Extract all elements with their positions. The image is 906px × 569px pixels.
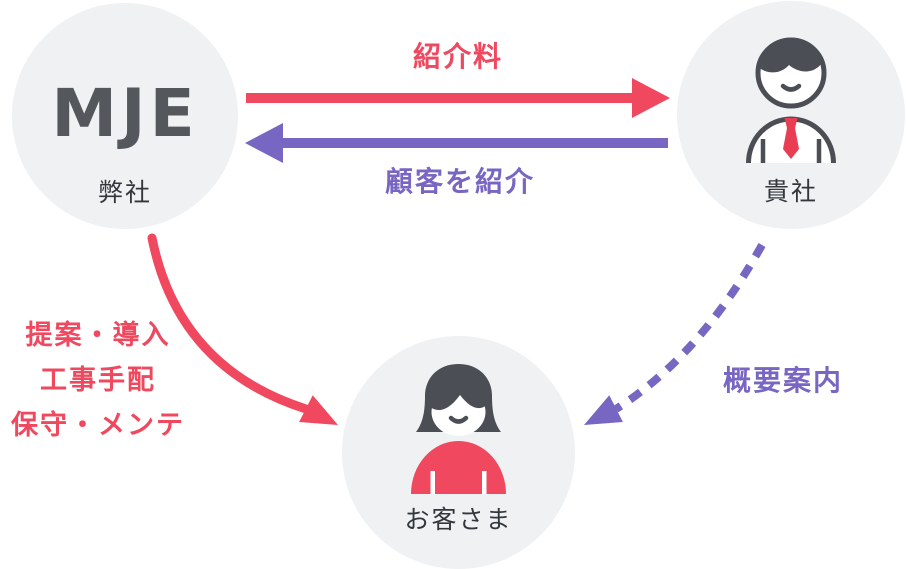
arrow-customer-referral xyxy=(245,123,668,163)
node-mje: MJE 弊社 xyxy=(12,3,238,229)
label-services-line2: 工事手配 xyxy=(40,365,156,395)
node-customer-label: お客さま xyxy=(404,506,513,534)
businessman-icon xyxy=(746,37,836,163)
node-partner: 貴社 xyxy=(677,1,905,229)
label-referral-fee: 紹介料 xyxy=(412,41,503,72)
label-services: 提案・導入 工事手配 保守・メンテ xyxy=(0,313,196,448)
mje-logo-text: MJE xyxy=(51,75,199,152)
woman-icon xyxy=(411,364,506,494)
arrow-guidance xyxy=(584,243,766,425)
label-services-line3: 保守・メンテ xyxy=(11,410,185,440)
label-customer-referral: 顧客を紹介 xyxy=(384,166,535,197)
node-customer: お客さま xyxy=(342,336,575,569)
arrow-referral-fee xyxy=(246,78,670,118)
node-mje-label: 弊社 xyxy=(97,179,152,207)
node-partner-label: 貴社 xyxy=(763,178,818,206)
label-guidance: 概要案内 xyxy=(722,365,843,396)
label-services-line1: 提案・導入 xyxy=(25,320,171,350)
